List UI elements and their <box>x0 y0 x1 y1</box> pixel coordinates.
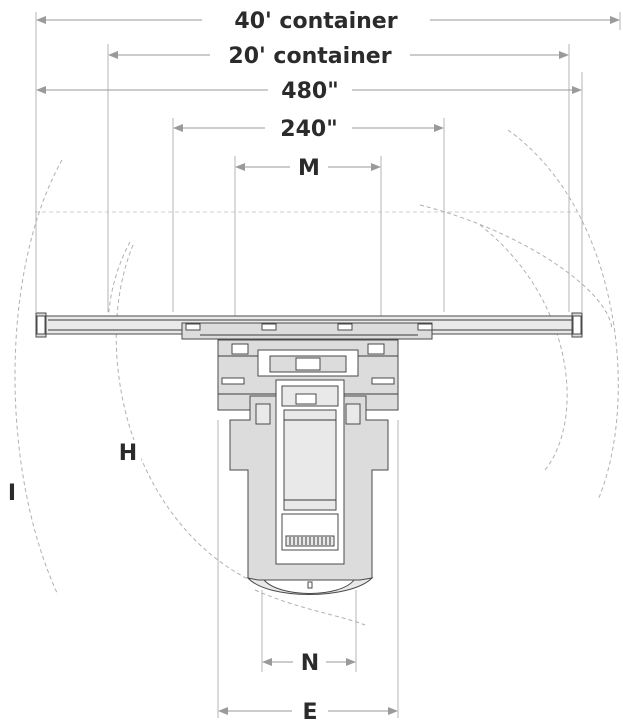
dimension-480-inch: 480" <box>36 78 582 105</box>
label-480-inch: 480" <box>281 79 338 104</box>
spreader-beam <box>43 315 577 340</box>
label-40-container: 40' container <box>234 9 397 34</box>
turning-radius-arc-i-left <box>14 159 63 596</box>
dimension-n: N <box>262 650 356 677</box>
turning-radius-arc-i-right <box>507 129 619 501</box>
label-i: I <box>8 481 16 506</box>
label-backing <box>3 480 21 507</box>
dimension-40-container: 40' container <box>36 8 620 35</box>
label-backing <box>276 116 342 143</box>
label-m: M <box>298 156 320 181</box>
label-backing <box>114 440 142 467</box>
label-240-inch: 240" <box>280 117 337 142</box>
label-backing <box>296 650 324 677</box>
label-e: E <box>302 700 317 721</box>
label-20-container: 20' container <box>228 44 391 69</box>
label-n: N <box>301 651 319 676</box>
twistlock-right <box>571 312 583 338</box>
turning-radius-arc-h-left <box>115 244 251 581</box>
turning-radius-arc-i-right-upper <box>419 204 613 331</box>
turning-radius-arc-h-inner <box>107 241 131 331</box>
dimension-240-inch: 240" <box>173 116 444 143</box>
dimension-m: M <box>235 155 381 182</box>
label-backing <box>230 8 402 35</box>
label-h: H <box>119 441 137 466</box>
label-backing <box>294 155 324 182</box>
turning-radius-arc-h-bottom <box>254 589 366 626</box>
label-backing <box>224 43 396 70</box>
label-backing <box>298 699 322 721</box>
dimension-20-container: 20' container <box>108 43 569 70</box>
radiator-grille <box>289 537 331 545</box>
cab-and-engine <box>275 379 345 565</box>
dimension-e: E <box>218 699 398 721</box>
turning-radius-arc-h-right <box>479 224 568 471</box>
twistlock-left <box>35 312 47 338</box>
label-backing <box>277 78 343 105</box>
